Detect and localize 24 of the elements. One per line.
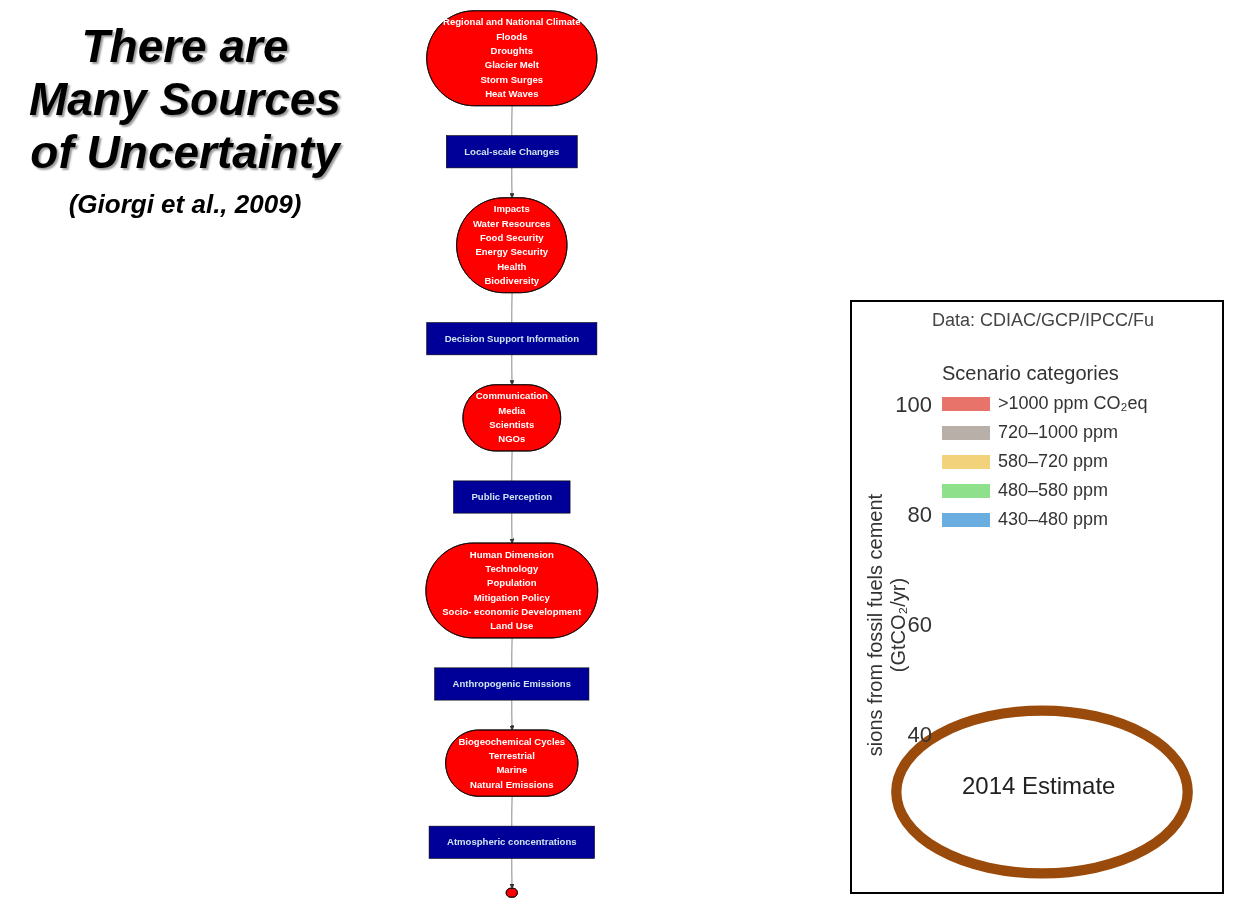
connector — [511, 638, 513, 669]
node-box: Atmospheric concentrations — [428, 825, 595, 859]
legend-text: >1000 ppm CO₂eq — [998, 393, 1148, 414]
node-box: Decision Support Information — [426, 322, 598, 356]
title: There are Many Sources of Uncertainty — [28, 20, 343, 179]
caption: (Giorgi et al., 2009) — [67, 188, 303, 220]
axis-tick-label: 100 — [894, 392, 932, 418]
axis-tick-label: 40 — [906, 722, 932, 748]
connector — [511, 105, 513, 136]
connector — [511, 451, 513, 482]
legend-text: 480–580 ppm — [998, 480, 1109, 501]
connector — [511, 796, 513, 827]
axis-title: sions from fossil fuels cement (GtCO₂/yr) — [864, 492, 909, 759]
data-source-note: Data: CDIAC/GCP/IPCC/Fu — [932, 310, 1155, 331]
legend-text: 580–720 ppm — [998, 451, 1109, 472]
node-box: Public Perception — [453, 480, 571, 514]
node-box: Anthropogenic Emissions — [434, 667, 590, 701]
chart-annotation: 2014 Estimate — [962, 772, 1116, 800]
legend-text: 430–480 ppm — [998, 509, 1109, 530]
legend-text: 720–1000 ppm — [998, 422, 1119, 443]
axis-tick-label: 80 — [906, 502, 932, 528]
node-box: Local-scale Changes — [446, 135, 578, 169]
connector — [511, 292, 513, 323]
legend-title: Scenario categories — [942, 362, 1120, 385]
